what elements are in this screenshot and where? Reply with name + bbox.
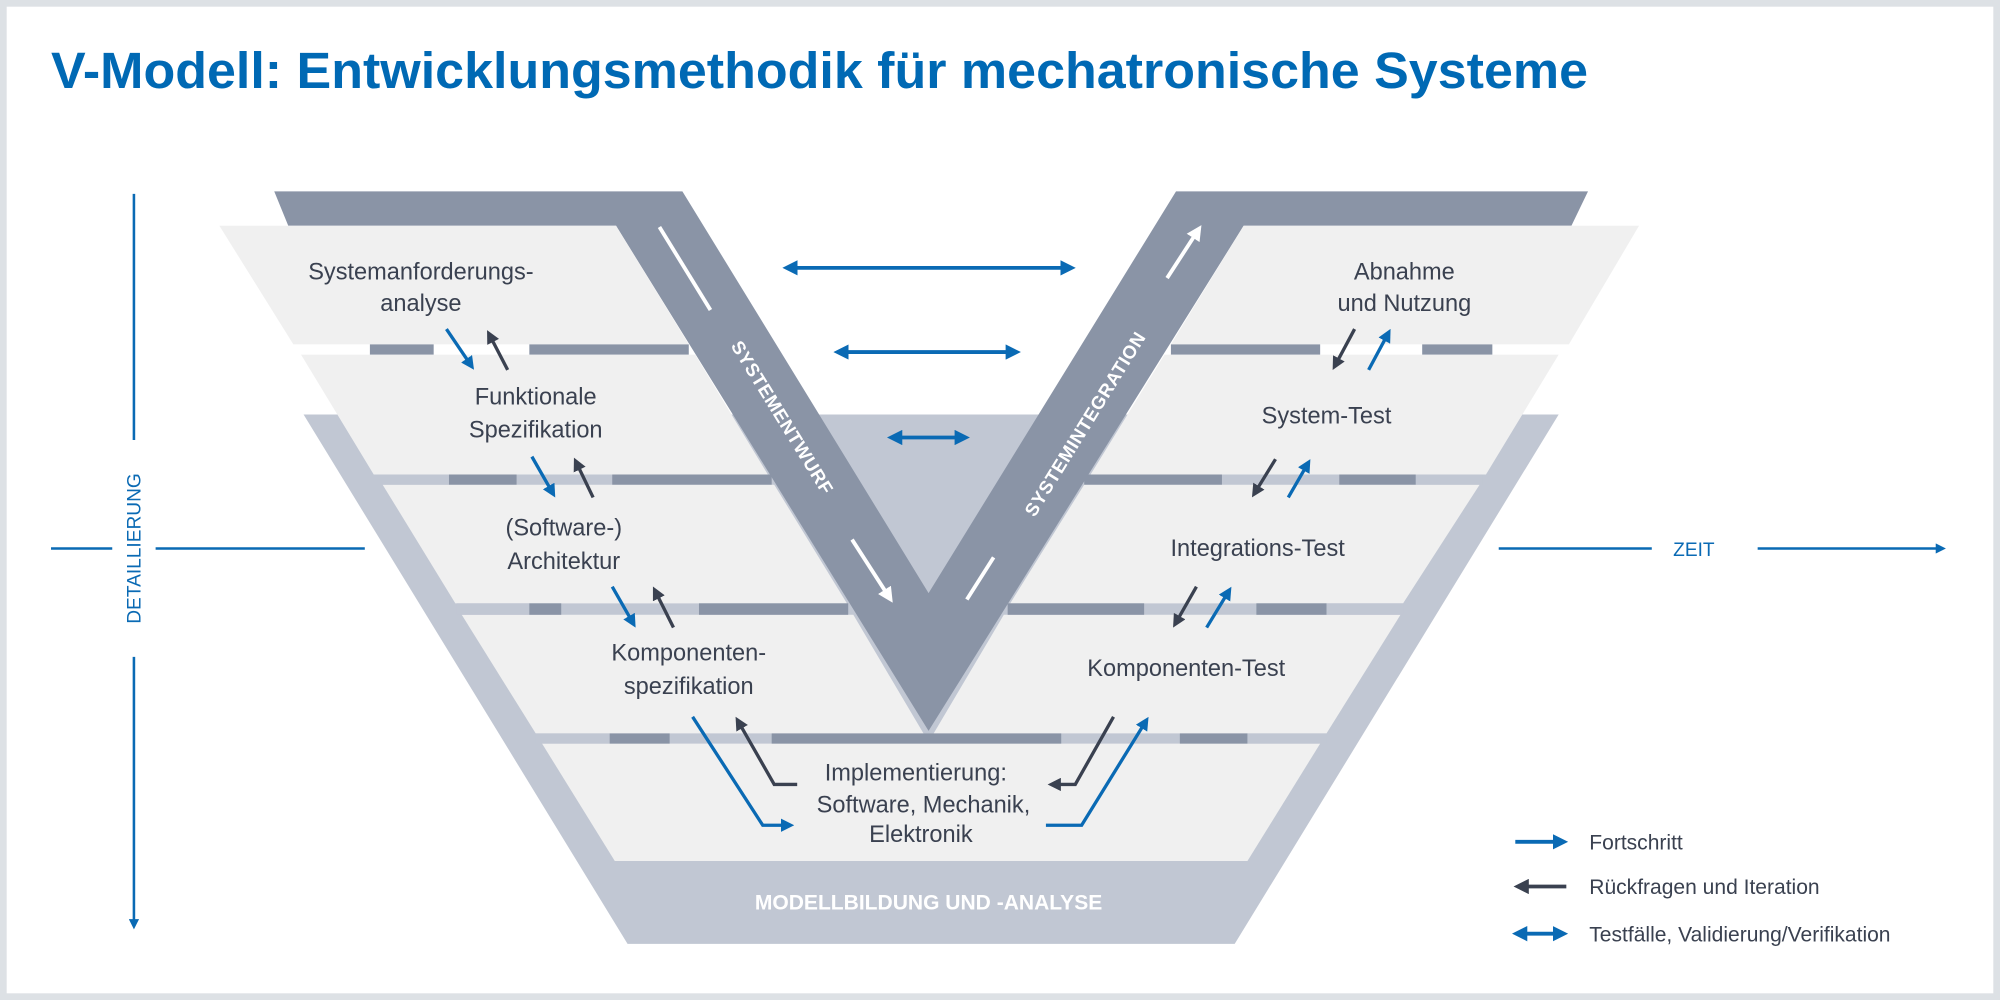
phase-architektur: (Software-) Architektur	[505, 515, 622, 574]
detaillierung-axis: DETAILLIERUNG	[51, 193, 365, 930]
svg-text:analyse: analyse	[380, 290, 461, 316]
zeit-axis: ZEIT	[1498, 540, 1946, 561]
phase-komponentenspezifikation: Komponenten- spezifikation	[611, 640, 766, 699]
phase-abnahme: Abnahme und Nutzung	[1337, 258, 1471, 316]
phase-system-test: System-Test	[1262, 402, 1392, 428]
legend-testfaelle: Testfälle, Validierung/Verifikation	[1589, 923, 1890, 946]
validation-arrows	[782, 260, 1076, 446]
level-connectors	[369, 344, 1493, 744]
phase-systemanforderungsanalyse: Systemanforderungs- analyse	[308, 258, 533, 316]
phase-funktionale-spezifikation: Funktionale Spezifikation	[469, 383, 603, 442]
svg-text:Elektronik: Elektronik	[869, 821, 973, 847]
svg-text:Komponenten-: Komponenten-	[611, 640, 766, 666]
svg-text:und Nutzung: und Nutzung	[1337, 290, 1471, 316]
modellbildung-label: MODELLBILDUNG UND -ANALYSE	[755, 891, 1102, 914]
svg-text:Architektur: Architektur	[507, 548, 620, 574]
svg-text:Implementierung:: Implementierung:	[825, 760, 1007, 786]
axis-label-zeit: ZEIT	[1673, 540, 1715, 561]
legend-rueckfragen: Rückfragen und Iteration	[1589, 876, 1819, 899]
svg-text:Software, Mechanik,: Software, Mechanik,	[817, 792, 1031, 818]
svg-text:(Software-): (Software-)	[505, 515, 622, 541]
phase-integrations-test: Integrations-Test	[1170, 535, 1345, 561]
svg-text:spezifikation: spezifikation	[624, 673, 754, 699]
iteration-arrows	[445, 328, 1391, 832]
phase-implementierung: Implementierung: Software, Mechanik, Ele…	[817, 760, 1031, 847]
legend: Fortschritt Rückfragen und Iteration Tes…	[1511, 831, 1891, 946]
phase-komponenten-test: Komponenten-Test	[1087, 655, 1285, 681]
page-title: V-Modell: Entwicklungsmethodik für mecha…	[51, 42, 1588, 99]
svg-text:Spezifikation: Spezifikation	[469, 416, 603, 442]
v-arms	[274, 191, 1589, 731]
legend-fortschritt: Fortschritt	[1589, 831, 1683, 854]
arm-flow-arrows	[657, 225, 1202, 603]
svg-text:Systemanforderungs-: Systemanforderungs-	[308, 258, 533, 284]
svg-text:Funktionale: Funktionale	[475, 383, 597, 409]
svg-text:Abnahme: Abnahme	[1354, 258, 1455, 284]
phase-panels	[219, 225, 1640, 861]
axis-label-detaillierung: DETAILLIERUNG	[124, 473, 145, 624]
